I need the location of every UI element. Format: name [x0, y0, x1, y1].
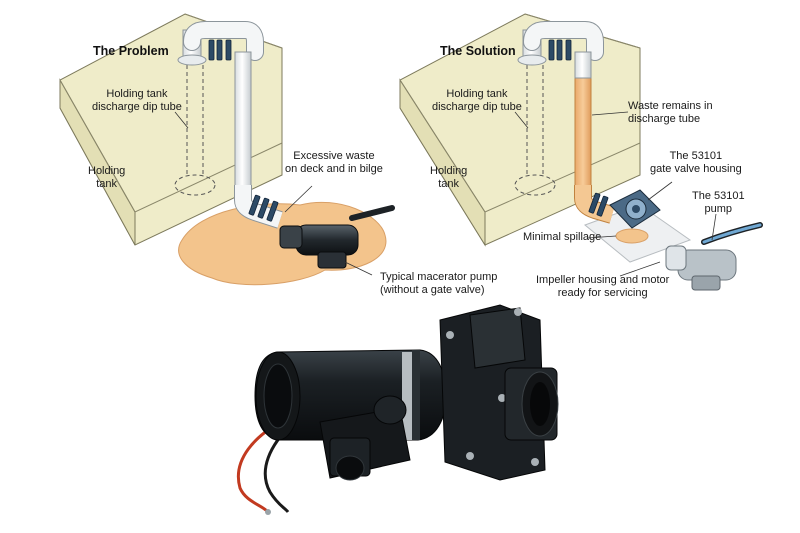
problem-title: The Problem	[93, 44, 169, 58]
solution-panel	[399, 13, 763, 291]
dip-tube-solution	[514, 65, 556, 196]
inlet-fitting	[319, 395, 411, 481]
pump-53101-small	[665, 222, 763, 291]
red-wire	[237, 418, 286, 514]
discharge-pipe-problem	[177, 21, 283, 229]
problem-pump-label: Typical macerator pump(without a gate va…	[380, 271, 498, 296]
outlet-port	[504, 367, 559, 441]
leader-lines-problem	[174, 111, 373, 276]
holding-tank-problem	[59, 13, 283, 246]
dip-tube-problem	[174, 65, 216, 196]
problem-panel	[59, 13, 395, 286]
macerator-pump-problem	[279, 205, 395, 269]
discharge-pipe-solution	[517, 21, 615, 224]
black-wire	[263, 422, 294, 513]
minimal-spillage	[615, 228, 649, 244]
pump-product-photo	[237, 304, 559, 515]
leader-lines-solution	[514, 111, 717, 277]
spillage-label: Minimal spillage	[523, 231, 602, 243]
solution-title: The Solution	[440, 44, 516, 58]
gate-valve-housing	[609, 189, 661, 229]
